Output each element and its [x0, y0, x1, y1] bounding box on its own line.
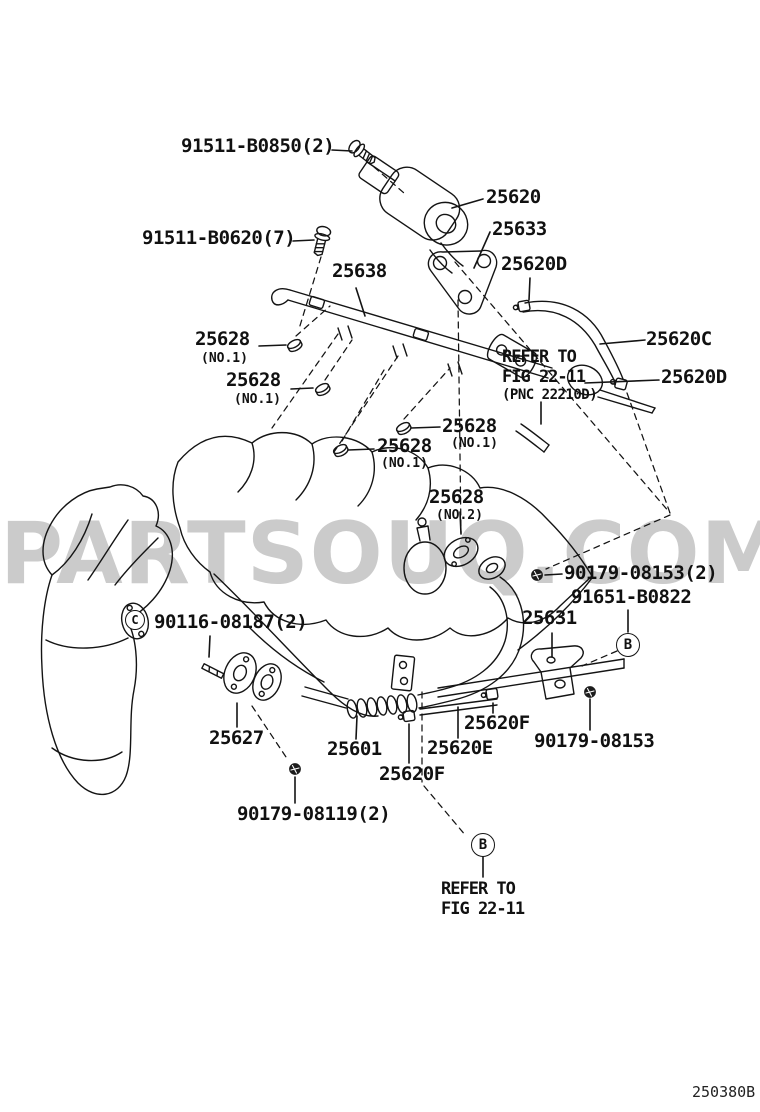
refer-bottom-line1: REFER TO [441, 879, 516, 899]
leader-lines [208, 149, 660, 878]
label-nut-08153: 90179-08153 [534, 730, 655, 752]
seal-icon-1a [286, 338, 303, 353]
clamp-icon-f-right [480, 687, 499, 701]
label-seal-1c-sub: (NO.1) [451, 436, 498, 451]
bolt-icon-b0620 [313, 225, 332, 257]
egr-valve-drawing [358, 155, 469, 274]
label-egr-pipe-rail: 25638 [332, 260, 387, 282]
label-gasket-25627: 25627 [209, 727, 264, 749]
bracket-drawing [530, 645, 584, 700]
label-gasket-no2-sub: (NO.2) [436, 508, 483, 523]
refer-top-line2: FIG 22-11 [502, 367, 586, 388]
egr-elbow-flange [478, 556, 506, 580]
pipe-flange-drawing [252, 663, 282, 701]
label-seal-1a-sub: (NO.1) [201, 351, 248, 366]
refer-bottom-line2: FIG 22-11 [441, 899, 525, 920]
callout-b2: B [471, 833, 495, 857]
egr-rail-drawing [271, 288, 656, 414]
label-egr-valve-gasket: 25633 [492, 218, 547, 240]
label-bolt-b0620: 91511-B0620(7) [142, 227, 296, 249]
label-clamp-f-left: 25620F [379, 763, 445, 785]
exhaust-manifold-drawing [40, 484, 174, 796]
hose-c-drawing [515, 300, 624, 453]
gasket-25627-drawing [223, 652, 257, 694]
label-seal-1c: 25628 [442, 415, 497, 437]
label-seal-1b-sub: (NO.1) [234, 392, 281, 407]
label-seal-1b: 25628 [226, 369, 281, 391]
intake-manifold-drawing [172, 432, 593, 717]
label-seal-1d-sub: (NO.1) [381, 456, 428, 471]
label-nut-08153-2: 90179-08153(2) [564, 562, 718, 584]
refer-note-bottom: REFER TO FIG 22-11 [441, 879, 525, 920]
label-hose-e: 25620E [427, 737, 493, 759]
label-bolt-b0822: 91651-B0822 [571, 586, 692, 608]
label-clamp-d-top: 25620D [501, 253, 567, 275]
label-seal-1a: 25628 [195, 328, 250, 350]
figure-code: 250380B [692, 1083, 756, 1101]
seal-icon-1c [395, 421, 412, 436]
refer-top-line1: REFER TO [502, 347, 577, 367]
label-clamp-f-right: 25620F [464, 712, 530, 734]
bolt-icon-b0850 [348, 139, 376, 165]
clamp-icon-d-top [512, 299, 531, 313]
label-gasket-no2: 25628 [429, 486, 484, 508]
refer-top-line3: (PNC 22210D) [502, 387, 598, 404]
stud-icon-08187 [201, 663, 225, 679]
callout-c: C [125, 610, 145, 630]
gasket-no2-drawing [443, 536, 479, 568]
clamp-icon-f-left [397, 709, 416, 723]
label-egr-pipe: 25601 [327, 738, 382, 760]
label-clamp-d-right: 25620D [661, 366, 727, 388]
nut-icon-08153 [584, 686, 596, 698]
seal-icon-1b [314, 382, 331, 397]
callout-b1: B [616, 633, 640, 657]
label-seal-1d: 25628 [377, 435, 432, 457]
refer-note-top: REFER TO FIG 22-11 (PNC 22210D) [502, 347, 598, 404]
dashed-lines [251, 166, 671, 837]
clamp-icon-d-right [609, 377, 628, 391]
label-nut-08119: 90179-08119(2) [237, 803, 391, 825]
nut-icon-08119 [289, 763, 301, 775]
label-bracket: 25631 [522, 607, 577, 629]
label-hose-c: 25620C [646, 328, 712, 350]
nut-icon-08153-2 [531, 569, 543, 581]
label-egr-valve: 25620 [486, 186, 541, 208]
label-bolt-b0850: 91511-B0850(2) [181, 135, 335, 157]
label-stud-08187: 90116-08187(2) [154, 611, 308, 633]
